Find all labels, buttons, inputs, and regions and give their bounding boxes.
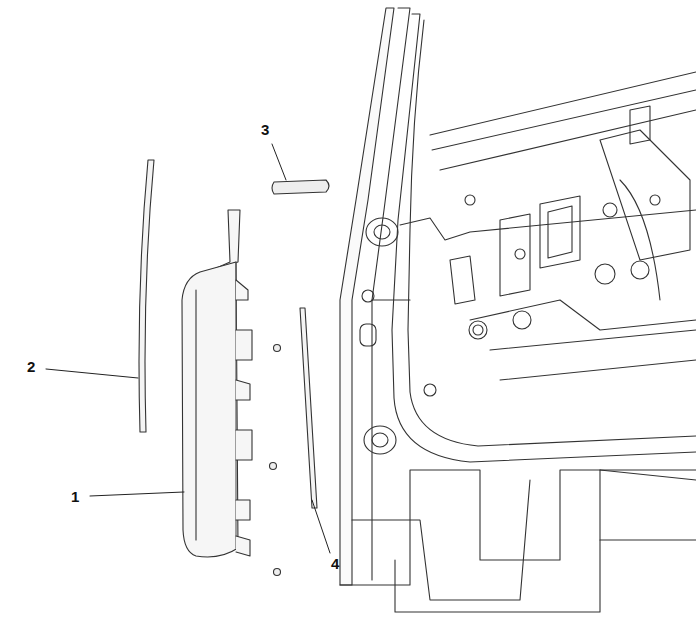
callout-number: 3 <box>261 122 269 137</box>
body-holes <box>360 195 660 454</box>
leader-lines <box>46 144 330 553</box>
seal-strip-4 <box>300 308 317 508</box>
callout-number: 4 <box>331 556 339 571</box>
callout-number: 1 <box>71 489 79 504</box>
pillar-trim-1 <box>182 210 252 557</box>
trim-strip-2 <box>139 160 154 432</box>
callout-number: 2 <box>27 359 35 374</box>
cab-frame <box>340 8 696 612</box>
fastener-screws <box>270 345 281 576</box>
cap-3 <box>272 180 329 194</box>
